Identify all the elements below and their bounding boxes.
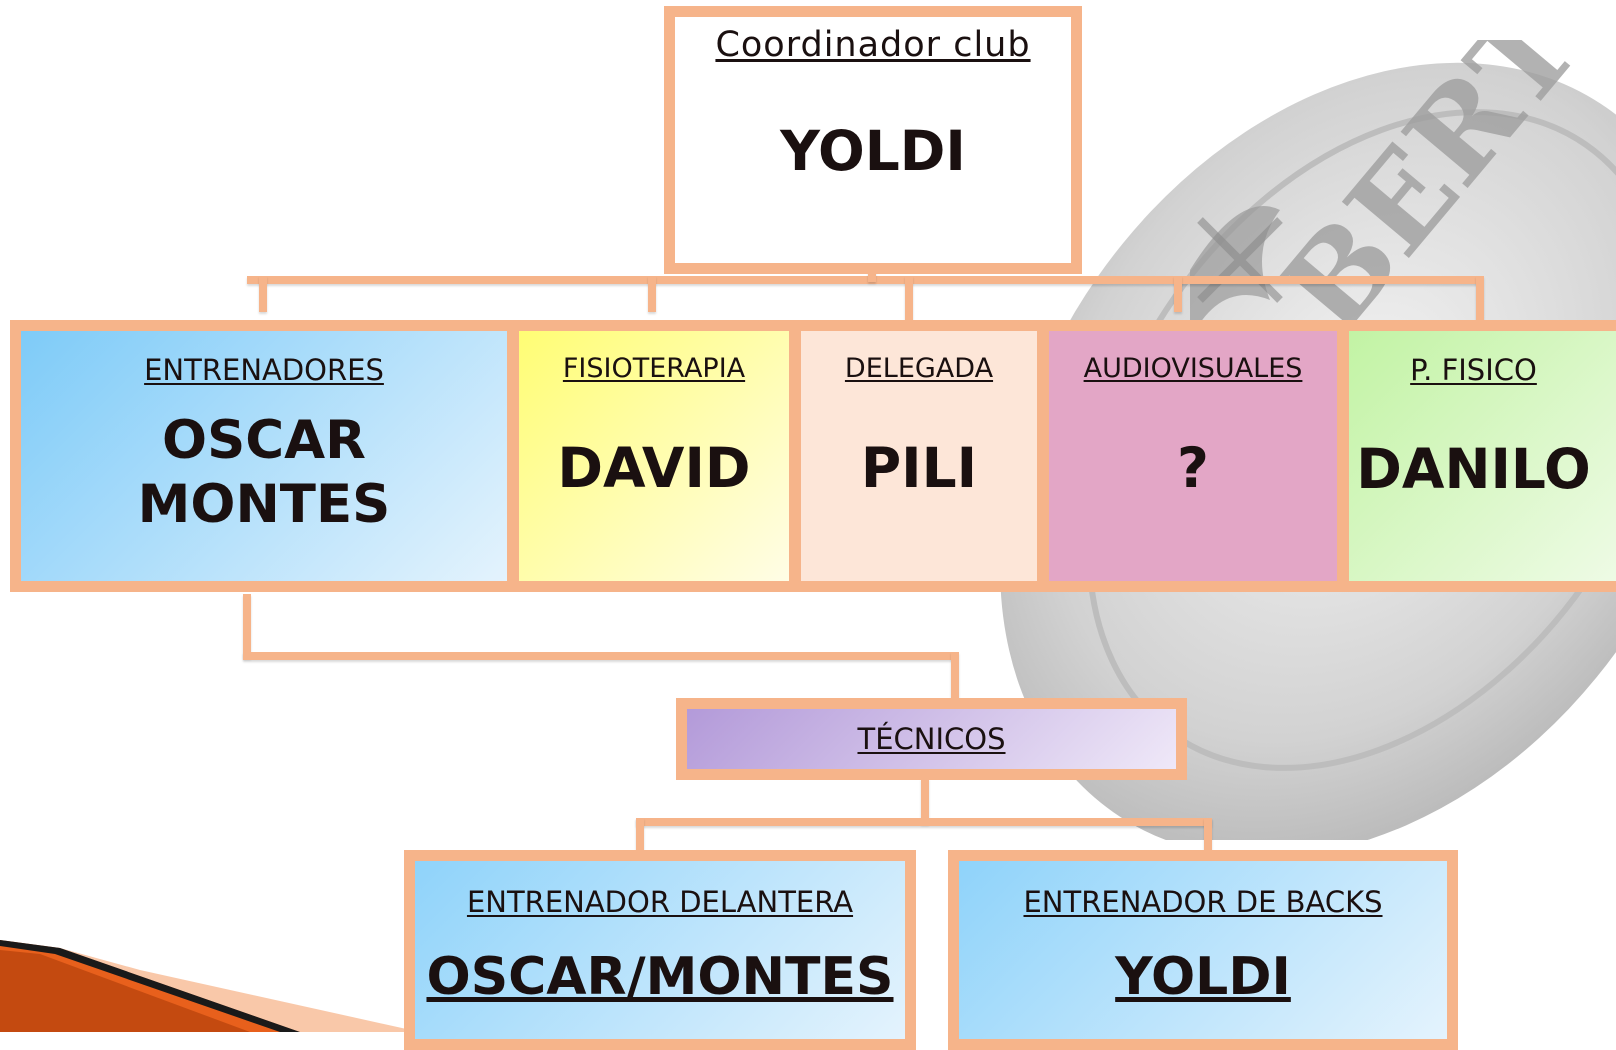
connector-drop-2	[648, 276, 656, 312]
coordinator-name: YOLDI	[780, 119, 966, 183]
department-label: ENTRENADORES	[144, 353, 384, 387]
department-delegada: DELEGADA PILI	[790, 320, 1048, 592]
department-label: FISIOTERAPIA	[562, 353, 746, 384]
coach-label: ENTRENADOR DE BACKS	[1023, 885, 1383, 919]
department-entrenadores: ENTRENADORES OSCAR MONTES	[10, 320, 518, 592]
department-name: ?	[1177, 436, 1209, 500]
department-audiovisuales: AUDIOVISUALES ?	[1038, 320, 1348, 592]
department-name: PILI	[860, 436, 978, 500]
connector-mid-horizontal	[243, 652, 955, 660]
department-name: DANILO	[1356, 437, 1591, 501]
connector-drop-1	[259, 276, 267, 312]
department-label: P. FISICO	[1410, 353, 1537, 387]
coordinator-label: Coordinador club	[715, 25, 1031, 65]
connector-mid-vertical-left	[243, 594, 251, 658]
coach-label: ENTRENADOR DELANTERA	[466, 885, 854, 919]
connector-low-drop-right	[1204, 818, 1212, 854]
connector-top-horizontal	[247, 276, 1482, 284]
department-name-line1: OSCAR	[162, 410, 366, 471]
connector-low-drop-left	[636, 818, 644, 854]
coach-box-backs: ENTRENADOR DE BACKS YOLDI	[948, 850, 1458, 1050]
coach-name: YOLDI	[1115, 947, 1291, 1007]
coach-box-delantera: ENTRENADOR DELANTERA OSCAR/MONTES	[404, 850, 916, 1050]
coordinator-box: Coordinador club YOLDI	[664, 6, 1082, 274]
tecnicos-label: TÉCNICOS	[857, 722, 1006, 756]
connector-drop-5	[1476, 276, 1484, 326]
tecnicos-box: TÉCNICOS	[676, 698, 1187, 780]
department-name: DAVID	[557, 436, 751, 500]
connector-low-vertical	[921, 778, 929, 824]
connector-drop-4	[1174, 276, 1182, 312]
department-label: DELEGADA	[844, 353, 994, 384]
department-label: AUDIOVISUALES	[1083, 353, 1303, 384]
connector-mid-vertical-right	[951, 652, 959, 704]
orange-corner-decoration	[0, 940, 420, 1032]
connector-low-horizontal	[636, 818, 1212, 826]
department-name-line2: MONTES	[137, 474, 391, 535]
coach-name: OSCAR/MONTES	[426, 947, 894, 1007]
department-p-fisico: P. FISICO DANILO	[1338, 320, 1616, 592]
connector-drop-3	[905, 276, 913, 326]
department-fisioterapia: FISIOTERAPIA DAVID	[508, 320, 800, 592]
